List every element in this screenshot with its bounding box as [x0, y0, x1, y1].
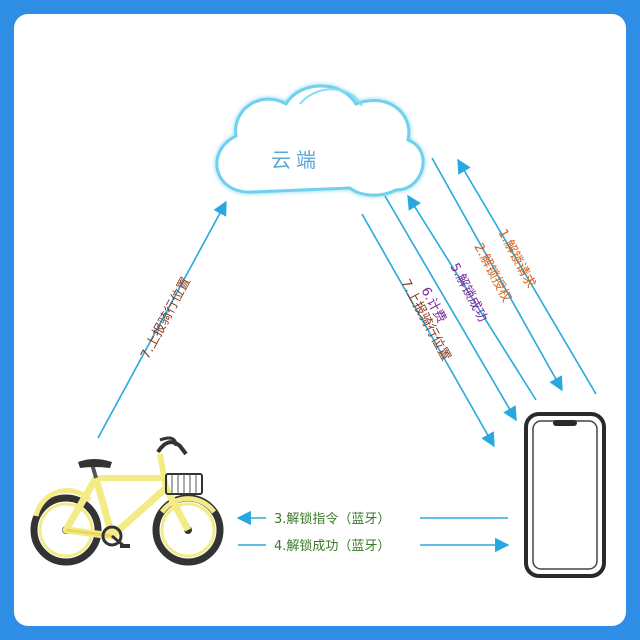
- bicycle-icon: [30, 436, 224, 566]
- billing-arrow: [384, 195, 517, 422]
- bike-to-cloud-label: 7.上报骑行位置: [138, 275, 194, 362]
- unlock-ok-label: 4.解锁成功（蓝牙）: [274, 538, 390, 554]
- bike-to-cloud-arrow: [97, 200, 227, 439]
- cloud-icon: [215, 84, 425, 197]
- cloud-label: 云端: [271, 148, 321, 172]
- unlock-cmd-label: 3.解锁指令（蓝牙）: [274, 511, 390, 527]
- unlock-request-arrow: [457, 158, 597, 395]
- unlock-success-arrow: [407, 194, 537, 401]
- cloud-to-phone-arrow: [361, 213, 495, 448]
- smartphone-icon: [524, 412, 606, 578]
- unlock-auth-arrow: [431, 157, 563, 392]
